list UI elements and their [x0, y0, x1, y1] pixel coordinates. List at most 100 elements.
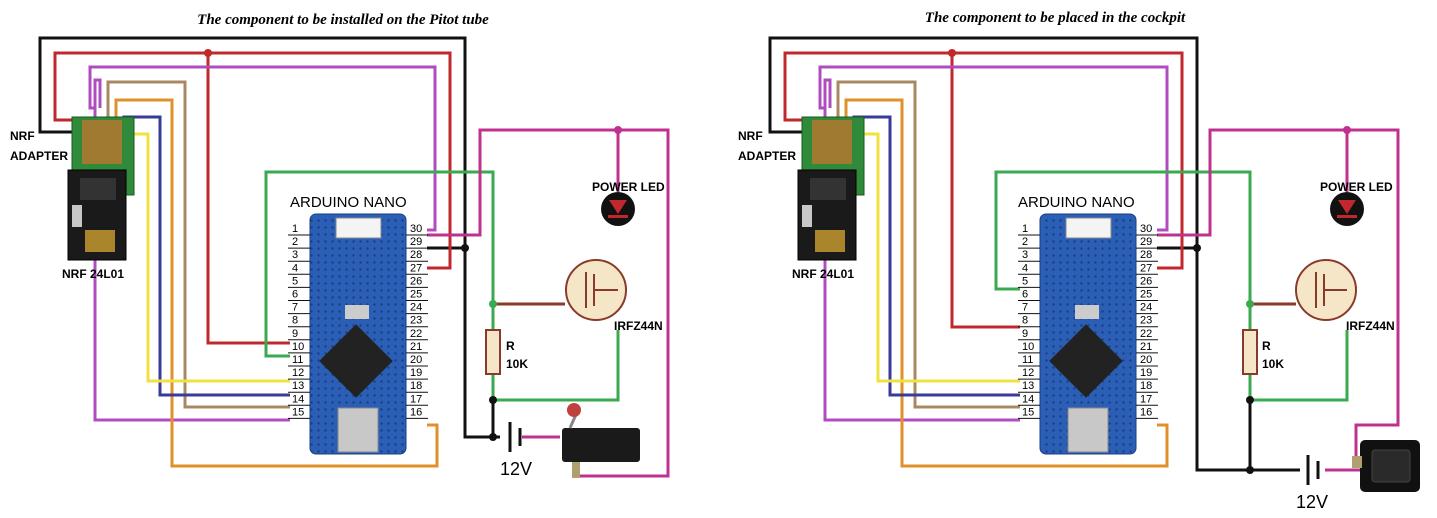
pin-label: 21: [1140, 341, 1152, 353]
wires: [38, 36, 670, 478]
pin-label: 24: [1140, 302, 1152, 314]
pin-label: 30: [410, 223, 422, 235]
panel-title: The component to be placed in the cockpi…: [925, 10, 1186, 26]
nrf-module-label: NRF 24L01: [62, 267, 124, 281]
pin-label: 10: [1022, 341, 1034, 353]
pin-label: 26: [410, 275, 422, 287]
arduino-label: ARDUINO NANO: [1018, 194, 1135, 211]
pin-label: 17: [410, 393, 422, 405]
pin-label: 15: [1022, 406, 1034, 418]
mosfet-irfz44n: [1295, 259, 1357, 321]
resistor: [485, 329, 501, 375]
pin-label: 18: [1140, 380, 1152, 392]
pin-label: 28: [1140, 249, 1152, 261]
pin-label: 6: [292, 289, 298, 301]
nrf-adapter-label-2: ADAPTER: [738, 149, 796, 163]
supply-label: 12V: [1296, 492, 1328, 512]
pin-label: 26: [1140, 275, 1152, 287]
battery-12v: [508, 422, 522, 452]
pin-label: 7: [1022, 302, 1028, 314]
arduino-label: ARDUINO NANO: [290, 194, 407, 211]
pin-label: 1: [1022, 223, 1028, 235]
resistor-label: R: [1262, 339, 1271, 353]
pin-label: 16: [410, 406, 422, 418]
pin-label: 20: [1140, 354, 1152, 366]
power-led: [601, 192, 635, 226]
nrf-adapter: [67, 116, 135, 261]
power-led-label: POWER LED: [592, 180, 665, 194]
pin-label: 29: [1140, 236, 1152, 248]
pin-label: 27: [1140, 262, 1152, 274]
nrf-adapter-label-1: NRF: [10, 129, 35, 143]
pin-label: 13: [1022, 380, 1034, 392]
pin-label: 25: [1140, 289, 1152, 301]
battery-12v: [1306, 455, 1320, 485]
resistor-value: 10K: [1262, 357, 1284, 371]
limit-switch: [562, 403, 640, 478]
power-led-label: POWER LED: [1320, 180, 1393, 194]
arduino-nano-board: [309, 213, 407, 455]
pin-label: 14: [292, 393, 304, 405]
power-led: [1330, 192, 1364, 226]
pin-label: 14: [1022, 393, 1034, 405]
resistor-label: R: [506, 339, 515, 353]
pin-label: 24: [410, 302, 422, 314]
pin-label: 22: [410, 328, 422, 340]
pin-label: 17: [1140, 393, 1152, 405]
pin-label: 11: [1022, 354, 1033, 366]
pin-label: 5: [292, 275, 298, 287]
rocker-switch: [1352, 440, 1420, 492]
pin-label: 4: [1022, 262, 1028, 274]
pin-label: 16: [1140, 406, 1152, 418]
nrf-adapter: [797, 116, 865, 261]
nrf-adapter-label-1: NRF: [738, 129, 763, 143]
nrf-adapter-label-2: ADAPTER: [10, 149, 68, 163]
resistor: [1242, 329, 1258, 375]
pin-label: 30: [1140, 223, 1152, 235]
pin-label: 7: [292, 302, 298, 314]
panel-pitot-tube: The component to be installed on the Pit…: [10, 12, 670, 479]
pin-label: 10: [292, 341, 304, 353]
pin-label: 19: [1140, 367, 1152, 379]
pin-label: 12: [1022, 367, 1034, 379]
pin-label: 23: [410, 315, 422, 327]
pin-label: 13: [292, 380, 304, 392]
panel-title: The component to be installed on the Pit…: [197, 12, 489, 28]
pin-label: 8: [1022, 315, 1028, 327]
pin-label: 3: [1022, 249, 1028, 261]
pin-label: 8: [292, 315, 298, 327]
wires: [768, 36, 1400, 474]
pin-label: 23: [1140, 315, 1152, 327]
pin-label: 2: [1022, 236, 1028, 248]
pin-label: 18: [410, 380, 422, 392]
pin-label: 11: [292, 354, 303, 366]
pin-label: 9: [292, 328, 298, 340]
arduino-pins: 1234567891011121314153029282726252423222…: [1018, 223, 1158, 419]
pin-label: 5: [1022, 275, 1028, 287]
mosfet-irfz44n: [565, 259, 627, 321]
pin-label: 15: [292, 406, 304, 418]
arduino-nano-board: [1039, 213, 1137, 455]
pin-label: 3: [292, 249, 298, 261]
mosfet-label: IRFZ44N: [1346, 319, 1395, 333]
supply-label: 12V: [500, 459, 532, 479]
pin-label: 29: [410, 236, 422, 248]
panel-cockpit: The component to be placed in the cockpi…: [738, 10, 1420, 512]
pin-label: 1: [292, 223, 298, 235]
pin-label: 19: [410, 367, 422, 379]
pin-label: 20: [410, 354, 422, 366]
arduino-pins: 1234567891011121314153029282726252423222…: [288, 223, 428, 419]
pin-label: 21: [410, 341, 422, 353]
mosfet-label: IRFZ44N: [614, 319, 663, 333]
pin-label: 4: [292, 262, 298, 274]
pin-label: 2: [292, 236, 298, 248]
pin-label: 6: [1022, 289, 1028, 301]
pin-label: 22: [1140, 328, 1152, 340]
pin-label: 28: [410, 249, 422, 261]
pin-label: 9: [1022, 328, 1028, 340]
pin-label: 25: [410, 289, 422, 301]
pin-label: 27: [410, 262, 422, 274]
resistor-value: 10K: [506, 357, 528, 371]
pin-label: 12: [292, 367, 304, 379]
